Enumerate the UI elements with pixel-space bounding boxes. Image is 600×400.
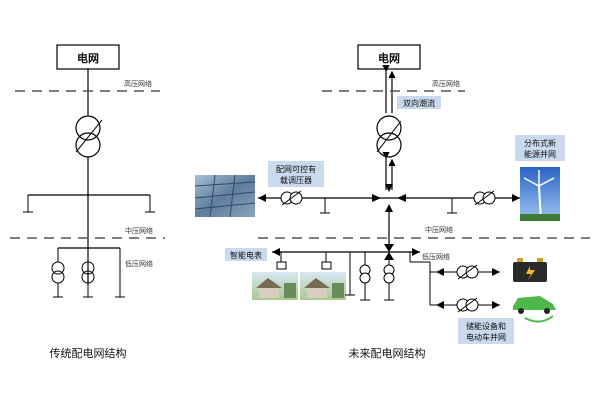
electric-car-icon (513, 296, 556, 323)
left-lv-label: 低压网络 (125, 259, 153, 268)
renewable-transformer-icon (473, 190, 496, 206)
right-mv-label: 中压网络 (425, 225, 453, 234)
oltc-tag (268, 161, 324, 187)
lv-transformer-icon (359, 264, 395, 284)
storage-label-line2: 电动车并网 (466, 332, 506, 342)
right-lv-label: 低压网络 (422, 252, 450, 261)
oltc-label-line1: 配网可控有 (276, 164, 316, 174)
right-hv-label: 高压网络 (432, 79, 460, 88)
distributed-label-line2: 能源并网 (524, 149, 556, 159)
right-caption: 未来配电网结构 (349, 346, 426, 360)
right-grid-label: 电网 (378, 51, 400, 65)
left-hv-label: 高压网络 (124, 79, 152, 88)
storage-label-line1: 储能设备和 (466, 321, 506, 331)
smart-meter-icon (276, 261, 287, 270)
bidirectional-tag (397, 96, 441, 109)
storage-tag (458, 318, 514, 344)
left-grid-label: 电网 (77, 51, 99, 65)
battery-icon (513, 258, 547, 282)
smart-meter-tag (225, 248, 267, 261)
left-mv-label: 中压网络 (125, 226, 153, 235)
oltc-transformer-icon (280, 190, 303, 206)
future-network: 电网 高压网络 双向潮流 配网可控有 载调压 (194, 44, 590, 360)
distributed-label-line1: 分布式新 (524, 138, 556, 148)
storage-transformer-icon (456, 264, 479, 313)
traditional-network: 电网 高压网络 中压网络 低压网络 (10, 44, 165, 360)
left-caption: 传统配电网结构 (50, 346, 127, 360)
house-image (252, 272, 298, 300)
smart-meter-label: 智能电表 (230, 250, 262, 260)
left-grid-box (56, 44, 120, 70)
solar-panel-image (194, 174, 256, 218)
distributed-tag (515, 135, 565, 161)
house-image (300, 272, 346, 300)
wind-turbine-image (520, 167, 560, 222)
smart-meter-icon (321, 261, 332, 270)
left-transformer-icon (75, 115, 103, 158)
right-transformer-icon (376, 115, 402, 158)
bidirectional-label: 双向潮流 (403, 98, 435, 108)
oltc-label-line2: 载调压器 (280, 175, 312, 185)
